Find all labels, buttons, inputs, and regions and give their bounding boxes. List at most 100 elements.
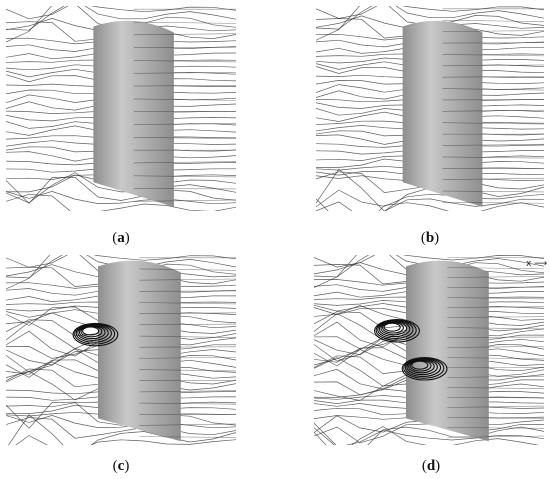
- panel-d-caption: (d): [421, 458, 441, 474]
- streamline: [133, 199, 236, 202]
- cylinder-shape: [93, 20, 174, 207]
- panel-b-svg: [316, 6, 544, 211]
- streamline: [442, 30, 544, 32]
- panel-c-streamline-figure: [6, 255, 236, 445]
- vortex-core: [72, 322, 119, 347]
- streamline: [6, 415, 236, 429]
- panel-a-caption: (a): [112, 230, 130, 246]
- streamline: [447, 267, 544, 270]
- panel-b-caption: (b): [420, 230, 440, 246]
- streamline: [133, 137, 236, 139]
- streamline: [442, 190, 544, 193]
- streamline: [447, 327, 544, 330]
- streamline: [139, 356, 236, 359]
- streamline: [15, 435, 236, 445]
- streamlines-front-group: [442, 8, 544, 204]
- streamline: [139, 302, 236, 305]
- streamline: [442, 156, 544, 159]
- streamline: [314, 255, 544, 268]
- streamline: [133, 60, 236, 63]
- streamlines-front-group: [139, 257, 236, 438]
- panel-d-streamline-figure: [314, 255, 544, 445]
- streamline: [6, 176, 236, 204]
- streamline: [314, 423, 544, 444]
- streamline: [316, 6, 544, 30]
- streamline: [133, 98, 236, 101]
- streamline: [139, 402, 236, 405]
- panel-b-caption-letter: b: [425, 230, 435, 246]
- x-axis-label: x: [526, 259, 532, 269]
- streamline: [139, 335, 236, 338]
- streamline: [442, 143, 544, 146]
- streamline: [447, 435, 544, 438]
- panel-d-caption-letter: d: [426, 458, 436, 474]
- streamline: [139, 323, 236, 326]
- panel-c-caption-letter: c: [117, 458, 125, 474]
- panel-a-svg: [6, 6, 236, 211]
- streamline: [447, 427, 544, 429]
- streamline: [314, 422, 544, 445]
- streamline: [139, 369, 236, 372]
- streamline: [447, 417, 544, 419]
- vortex-core: [374, 319, 420, 343]
- panel-b-streamline-figure: [316, 6, 544, 211]
- panel-a-streamline-figure: [6, 6, 236, 211]
- streamline: [6, 401, 236, 429]
- streamline: [447, 346, 544, 348]
- streamline: [316, 6, 544, 19]
- streamline: [139, 423, 236, 426]
- streamline: [133, 33, 236, 36]
- streamline: [316, 198, 544, 211]
- panel-a-caption-letter: a: [117, 230, 125, 246]
- streamline: [447, 276, 544, 278]
- streamline: [442, 109, 544, 112]
- streamline: [442, 76, 544, 78]
- cylinder-shape: [402, 20, 483, 207]
- streamline: [6, 193, 236, 211]
- streamline: [133, 175, 236, 178]
- streamline: [447, 375, 544, 378]
- x-axis-marker: x ⟶: [526, 259, 547, 269]
- streamline: [442, 64, 544, 67]
- streamline: [442, 19, 544, 22]
- streamlines-front-group: [133, 8, 236, 202]
- streamline: [133, 161, 236, 164]
- streamline: [442, 177, 544, 180]
- panel-d-svg: [314, 255, 544, 445]
- streamline: [442, 88, 544, 91]
- streamline: [139, 312, 236, 314]
- streamline: [447, 387, 544, 389]
- streamline: [6, 255, 236, 268]
- streamline: [442, 54, 544, 57]
- streamline: [6, 172, 236, 204]
- streamline: [442, 202, 544, 204]
- streamline: [316, 198, 544, 211]
- streamline: [447, 306, 544, 308]
- vortex-core: [401, 357, 448, 381]
- streamlines-front-group: [447, 257, 544, 438]
- streamline: [447, 357, 544, 360]
- streamline: [139, 390, 236, 393]
- streamline: [6, 417, 236, 439]
- streamline: [133, 72, 236, 74]
- streamline: [316, 189, 544, 208]
- streamline: [139, 268, 236, 271]
- streamline: [447, 297, 544, 300]
- cylinder-shape: [406, 260, 489, 442]
- streamline: [8, 414, 236, 445]
- streamline: [139, 436, 236, 438]
- streamline: [6, 191, 236, 205]
- streamline: [447, 316, 544, 318]
- x-axis-arrow: ⟶: [531, 259, 548, 269]
- streamline: [314, 427, 544, 445]
- streamline: [133, 21, 236, 24]
- streamline: [447, 405, 544, 408]
- cylinder-shape: [98, 260, 181, 442]
- streamline: [6, 6, 236, 31]
- panel-c-svg: [6, 255, 236, 445]
- streamline: [314, 426, 540, 445]
- streamline: [133, 84, 236, 87]
- streamline: [6, 6, 236, 20]
- streamline: [139, 278, 236, 281]
- panel-c-caption: (c): [112, 458, 130, 474]
